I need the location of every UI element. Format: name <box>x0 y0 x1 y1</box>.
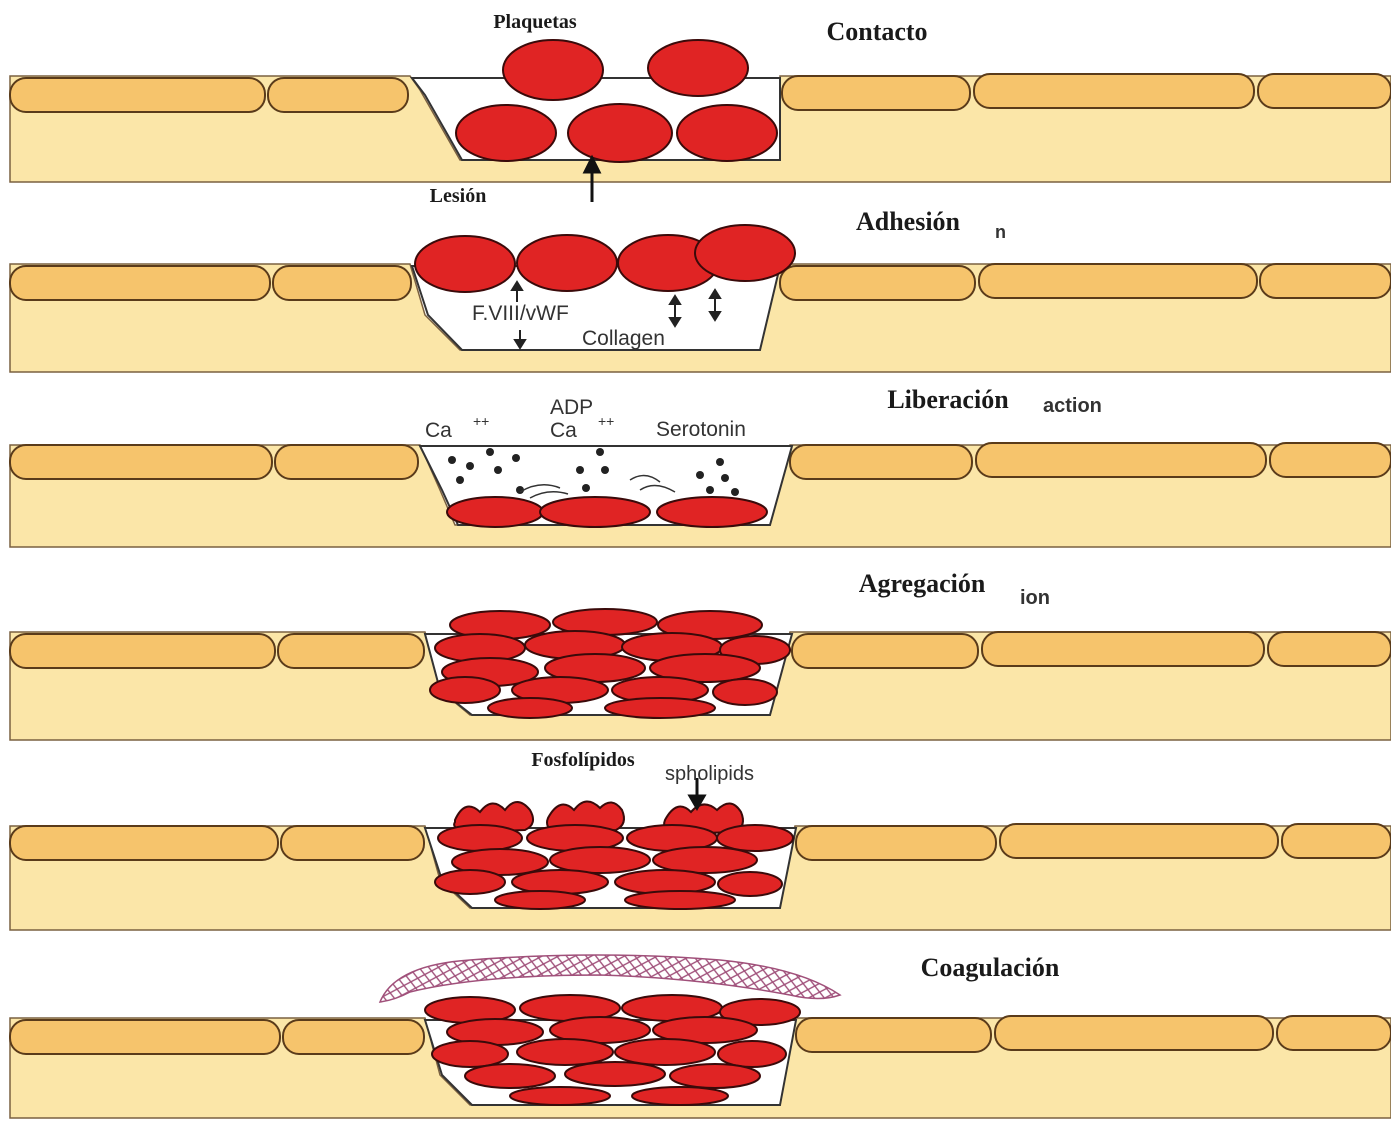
endothelial-cell <box>976 443 1266 477</box>
platelet <box>447 497 543 527</box>
label-ca-center: Ca <box>550 419 577 442</box>
endothelial-cell <box>1282 824 1391 858</box>
label-ca-center-sup: ++ <box>598 413 614 429</box>
fibrin-mesh <box>380 955 840 1002</box>
endothelial-cell <box>1260 264 1391 298</box>
label-ca-left-sup: ++ <box>473 413 489 429</box>
label-serotonin: Serotonin <box>656 418 746 441</box>
endothelial-cell <box>796 1018 991 1052</box>
label-collagen: Collagen <box>582 327 665 350</box>
stage-extra-agregacion: ion <box>1020 587 1050 609</box>
endothelial-cell <box>974 74 1254 108</box>
platelet <box>432 1041 508 1067</box>
endothelial-cell <box>278 634 424 668</box>
endothelial-cell <box>10 445 272 479</box>
endothelial-cell <box>982 632 1264 666</box>
endothelial-cell <box>1270 443 1391 477</box>
platelet <box>648 40 748 96</box>
platelet <box>718 872 782 896</box>
endothelial-cell <box>1277 1016 1391 1050</box>
platelet <box>605 698 715 718</box>
platelet <box>495 891 585 909</box>
platelet <box>510 1087 610 1105</box>
label-ca-left: Ca <box>425 419 452 442</box>
stage-title-contacto: Contacto <box>826 17 927 46</box>
platelet <box>713 679 777 705</box>
platelet <box>615 1039 715 1065</box>
endothelial-cell <box>10 78 265 112</box>
endothelial-cell <box>792 634 978 668</box>
endothelial-cell <box>995 1016 1273 1050</box>
platelet <box>438 825 522 851</box>
endothelial-cell <box>10 1020 280 1054</box>
stage-title-fosfolipidos: Fosfolípidos <box>531 749 635 771</box>
stage-title-coagulacion: Coagulación <box>921 953 1060 982</box>
endothelial-cell <box>1268 632 1391 666</box>
label-adp: ADP <box>550 396 593 419</box>
platelet <box>540 497 650 527</box>
endothelial-cell <box>268 78 408 112</box>
platelet <box>632 1087 728 1105</box>
endothelial-cell <box>275 445 418 479</box>
platelet <box>568 104 672 162</box>
endothelial-cell <box>10 266 270 300</box>
stage-title-liberacion: Liberación <box>887 385 1009 414</box>
platelet <box>565 1062 665 1086</box>
stage-extra-fosfolipidos: spholipids <box>665 763 754 785</box>
platelet <box>717 825 793 851</box>
endothelial-cell <box>796 826 996 860</box>
platelet <box>657 497 767 527</box>
stage-extra-liberacion: action <box>1043 395 1102 417</box>
endothelial-cell <box>780 266 975 300</box>
platelet <box>677 105 777 161</box>
endothelial-cell <box>273 266 411 300</box>
endothelial-cell <box>790 445 972 479</box>
platelet <box>503 40 603 100</box>
label-plaquetas: Plaquetas <box>493 11 577 33</box>
label-fviii: F.VIII/vWF <box>472 302 569 325</box>
platelet <box>465 1064 555 1088</box>
endothelial-cell <box>1000 824 1278 858</box>
stage-title-agregacion: Agregación <box>859 569 986 598</box>
endothelial-cell <box>281 826 424 860</box>
platelet <box>488 698 572 718</box>
stage-extra-adhesion: n <box>995 222 1006 242</box>
platelet <box>718 1041 786 1067</box>
platelet <box>435 870 505 894</box>
endothelial-cell <box>782 76 970 110</box>
endothelial-cell <box>10 634 275 668</box>
label-lesion: Lesión <box>430 185 487 207</box>
endothelial-cell <box>10 826 278 860</box>
platelet <box>517 235 617 291</box>
platelet <box>430 677 500 703</box>
platelet <box>456 105 556 161</box>
platelet <box>695 225 795 281</box>
endothelial-cell <box>979 264 1257 298</box>
stage-title-adhesion: Adhesión <box>856 207 961 236</box>
platelet <box>670 1064 760 1088</box>
platelet <box>415 236 515 292</box>
endothelial-cell <box>1258 74 1391 108</box>
endothelial-cell <box>283 1020 424 1054</box>
platelet <box>625 891 735 909</box>
platelet <box>517 1039 613 1065</box>
